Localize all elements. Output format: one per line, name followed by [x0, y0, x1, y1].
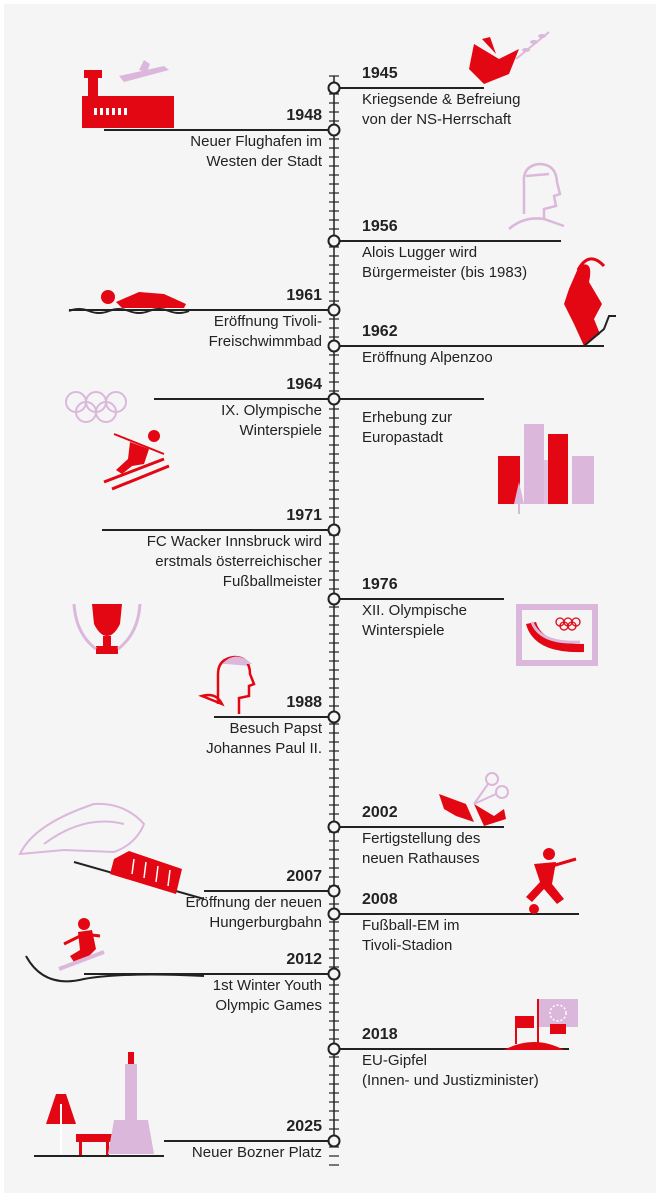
- trophy-laurel-icon: [72, 603, 142, 654]
- event-marker: [327, 820, 341, 834]
- event-year: 1945: [362, 65, 398, 82]
- event-marker: [327, 884, 341, 898]
- event-marker: [327, 1042, 341, 1056]
- event-text: Fertigstellung des neuen Rathauses: [362, 830, 481, 867]
- event-year: 1976: [362, 576, 398, 593]
- event-year: 1964: [286, 376, 322, 393]
- event-marker: [327, 967, 341, 981]
- event-marker: [327, 123, 341, 137]
- event-europastadt: Erhebung zur Europastadt: [362, 401, 452, 448]
- event-1945: 1945 Kriegsende & Befreiung von der NS-H…: [362, 65, 520, 130]
- event-text: Alois Lugger wird Bürgermeister (bis 198…: [362, 244, 528, 281]
- event-2007: 2007 Eröffnung der neuen Hungerburgbahn: [185, 868, 322, 933]
- event-text: Eröffnung Alpenzoo: [362, 349, 493, 366]
- event-marker: [327, 592, 341, 606]
- mayor-portrait-icon: [508, 162, 565, 230]
- olympic-skier-icon: [65, 391, 170, 491]
- event-year: 1988: [286, 694, 322, 711]
- event-text: Besuch Papst Johannes Paul II.: [206, 720, 322, 757]
- snowboarder-icon: [25, 918, 205, 983]
- event-text: 1st Winter Youth Olympic Games: [212, 977, 322, 1014]
- bozner-platz-icon: [34, 1052, 164, 1157]
- event-2025: 2025 Neuer Bozner Platz: [192, 1118, 322, 1163]
- event-text: Neuer Flughafen im Westen der Stadt: [190, 133, 322, 170]
- event-year: 1962: [362, 323, 398, 340]
- event-2008: 2008 Fußball-EM im Tivoli-Stadion: [362, 891, 460, 956]
- timeline-graphic: [18, 31, 616, 1166]
- event-1956: 1956 Alois Lugger wird Bürgermeister (bi…: [362, 218, 527, 283]
- olympic-stamp-icon: [516, 604, 598, 666]
- pope-icon: [198, 655, 256, 714]
- city-buildings-icon: [498, 424, 594, 514]
- airport-plane-icon: [82, 60, 174, 128]
- eu-flag-summit-icon: [504, 999, 578, 1050]
- event-year: 2002: [362, 804, 398, 821]
- event-1964: 1964 IX. Olympische Winterspiele: [221, 376, 322, 441]
- event-connectors: [69, 81, 604, 1148]
- event-1948: 1948 Neuer Flughafen im Westen der Stadt: [190, 107, 322, 172]
- ribbon-scissors-icon: [439, 772, 509, 826]
- event-1961: 1961 Eröffnung Tivoli- Freischwimmbad: [209, 287, 322, 352]
- event-year: 2007: [286, 868, 322, 885]
- event-marker: [327, 234, 341, 248]
- event-year: 1956: [362, 218, 398, 235]
- event-marker: [327, 339, 341, 353]
- event-text: Eröffnung der neuen Hungerburgbahn: [185, 894, 322, 931]
- event-text: EU-Gipfel (Innen- und Justizminister): [362, 1052, 539, 1089]
- event-text: Eröffnung Tivoli- Freischwimmbad: [208, 313, 322, 350]
- football-player-icon: [526, 848, 577, 914]
- event-marker: [327, 523, 341, 537]
- event-text: Kriegsende & Befreiung von der NS-Herrsc…: [362, 91, 521, 128]
- event-marker: [327, 1134, 341, 1148]
- ibex-icon: [564, 257, 616, 347]
- event-1971: 1971 FC Wacker Innsbruck wird erstmals ö…: [147, 507, 322, 592]
- timeline-panel: 1945 Kriegsende & Befreiung von der NS-H…: [4, 4, 656, 1193]
- event-year: 1971: [286, 507, 322, 524]
- event-text: XII. Olympische Winterspiele: [362, 602, 468, 639]
- event-year: 2012: [286, 951, 322, 968]
- event-marker: [327, 710, 341, 724]
- event-year: 2025: [286, 1118, 322, 1135]
- funicular-icon: [18, 802, 205, 900]
- event-year: 1961: [286, 287, 322, 304]
- event-text: FC Wacker Innsbruck wird erstmals österr…: [146, 533, 322, 590]
- event-text: IX. Olympische Winterspiele: [221, 402, 322, 439]
- dove-olive-branch-icon: [469, 31, 550, 84]
- event-1976: 1976 XII. Olympische Winterspiele: [362, 576, 467, 641]
- event-marker: [327, 392, 341, 406]
- event-2018: 2018 EU-Gipfel (Innen- und Justizministe…: [362, 1026, 539, 1091]
- event-text: Erhebung zur Europastadt: [362, 409, 453, 446]
- event-marker: [327, 907, 341, 921]
- event-year: 1948: [286, 107, 322, 124]
- event-1988: 1988 Besuch Papst Johannes Paul II.: [206, 694, 322, 759]
- swimmer-icon: [68, 290, 190, 314]
- event-text: Fußball-EM im Tivoli-Stadion: [362, 917, 460, 954]
- event-2002: 2002 Fertigstellung des neuen Rathauses: [362, 804, 480, 869]
- event-year: 2018: [362, 1026, 398, 1043]
- event-text: Neuer Bozner Platz: [191, 1144, 322, 1161]
- event-2012: 2012 1st Winter Youth Olympic Games: [213, 951, 322, 1016]
- event-marker: [327, 303, 341, 317]
- event-year: 2008: [362, 891, 398, 908]
- event-1962: 1962 Eröffnung Alpenzoo: [362, 323, 493, 368]
- event-marker: [327, 81, 341, 95]
